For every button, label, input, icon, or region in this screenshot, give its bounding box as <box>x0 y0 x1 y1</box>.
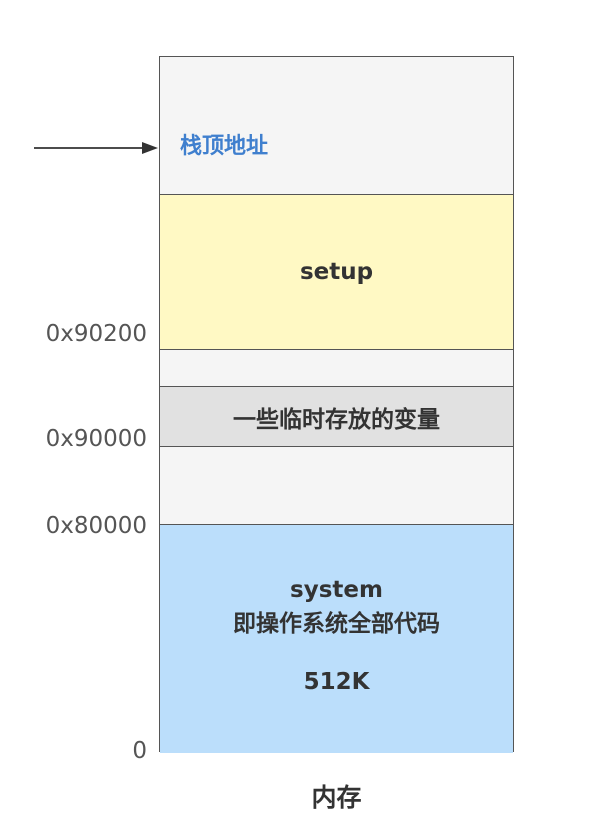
setup-region: setup <box>160 194 513 349</box>
address-0x90000: 0x90000 <box>45 426 147 452</box>
stack-pointer-arrow <box>34 142 158 154</box>
setup-label: setup <box>299 259 374 285</box>
memory-caption: 内存 <box>311 783 362 812</box>
address-0x80000: 0x80000 <box>45 513 147 539</box>
system-description: 即操作系统全部代码 <box>233 611 440 637</box>
temp-vars-label: 一些临时存放的变量 <box>233 406 440 433</box>
empty-region-1 <box>160 349 513 386</box>
empty-region-2 <box>160 446 513 524</box>
stack-region <box>160 57 513 194</box>
system-size: 512K <box>303 669 370 695</box>
stack-top-label: 栈顶地址 <box>180 134 269 159</box>
system-region: system 即操作系统全部代码 512K <box>160 524 513 753</box>
address-0: 0 <box>132 738 147 764</box>
temp-vars-region: 一些临时存放的变量 <box>160 386 513 446</box>
memory-column: setup 一些临时存放的变量 system 即操作系统全部代码 512K <box>159 56 514 753</box>
address-0x90200: 0x90200 <box>45 321 147 347</box>
system-label: system <box>290 577 383 603</box>
